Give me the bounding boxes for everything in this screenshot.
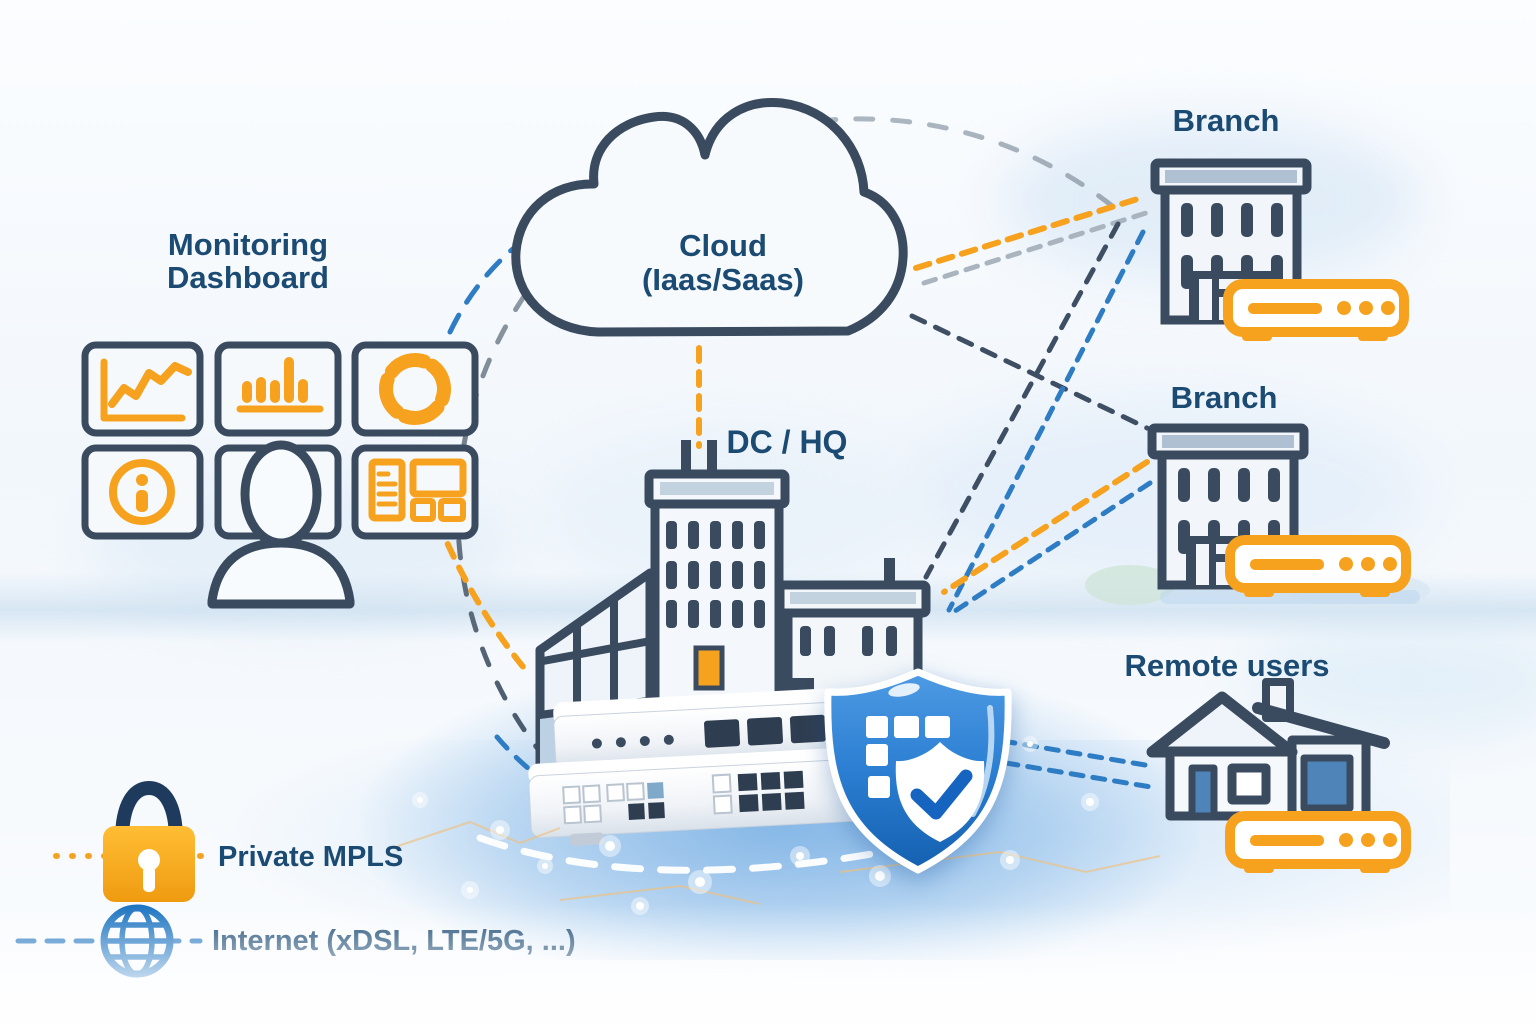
remote-users-router (1230, 816, 1406, 873)
tile-bar-chart (214, 341, 342, 437)
cloud-label-line1: Cloud (679, 228, 767, 263)
gray-line-cloud-branch1 (921, 210, 1149, 286)
side-windows (800, 626, 897, 656)
ground-sparkles (412, 736, 1099, 915)
branch-1-label: Branch (1172, 103, 1280, 138)
tower-windows (666, 521, 765, 628)
dark-line-branch1-dc (923, 221, 1121, 580)
tile-layout (351, 444, 479, 540)
cloud-label: Cloud (Iaas/Saas) (642, 229, 804, 297)
tile-donut-chart (351, 341, 479, 437)
monitoring-title-line2: Dashboard (167, 260, 329, 295)
bush (1085, 565, 1175, 605)
monitoring-dashboard-title: Monitoring Dashboard (167, 228, 329, 294)
shield-check-icon (824, 668, 1012, 874)
status-leds (591, 734, 674, 749)
ground-shadow (1160, 590, 1420, 604)
window (1227, 763, 1271, 805)
internet-line-dc-remote-2 (1003, 760, 1154, 790)
internet-line-branch1-dc (946, 229, 1146, 613)
monitoring-title-line1: Monitoring (167, 227, 329, 262)
house-icon (1146, 678, 1390, 821)
shield-tile-logo (866, 716, 950, 798)
lock-icon (103, 780, 195, 902)
mpls-line-branch2-dc (941, 459, 1150, 595)
dashboard-tiles (81, 341, 479, 609)
tile-operator (207, 440, 355, 609)
legend-private-mpls-label: Private MPLS (218, 841, 404, 873)
cloud-label-line2: (Iaas/Saas) (642, 262, 804, 297)
tile-line-chart (81, 341, 204, 437)
operator-icon (207, 440, 355, 609)
remote-users-label: Remote users (1124, 648, 1330, 683)
internet-line-branch2-dc (949, 480, 1153, 616)
mpls-line-cloud-branch1 (913, 194, 1147, 271)
management-arc (455, 116, 1125, 815)
branch-2-router (1230, 540, 1406, 597)
bottom-fade (0, 904, 1536, 1024)
tile-info (81, 444, 204, 540)
dc-hq-label: DC / HQ (726, 424, 848, 460)
shield-check-emblem (895, 742, 985, 842)
branch-2-label: Branch (1170, 380, 1278, 415)
dark-line-cloud-branch2 (909, 313, 1150, 431)
cloud-icon (511, 97, 908, 337)
front-door (1188, 764, 1218, 820)
tower-door (693, 645, 725, 691)
garage-door (1300, 754, 1354, 812)
ports-bottom-unit (562, 770, 944, 825)
branch-1-router (1228, 284, 1404, 341)
